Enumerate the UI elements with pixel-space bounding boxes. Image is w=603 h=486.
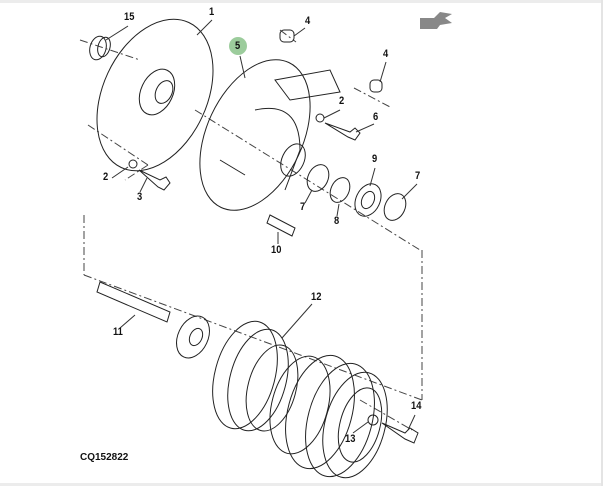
callout-1[interactable]: 1 — [209, 6, 215, 18]
callout-5[interactable]: 5 — [235, 40, 241, 52]
figure-code: CQ152822 — [80, 452, 129, 463]
part-12-pulley — [212, 320, 388, 479]
callout-4[interactable]: 4 — [383, 48, 389, 60]
callout-8[interactable]: 8 — [334, 215, 340, 227]
callout-14[interactable]: 14 — [411, 400, 422, 412]
callout-2[interactable]: 2 — [103, 171, 109, 183]
part-9-bearing — [354, 183, 382, 217]
callout-15[interactable]: 15 — [124, 11, 135, 23]
part-2-washer — [128, 159, 138, 169]
part-1-flex-plate — [96, 18, 214, 172]
part-2-washer — [315, 113, 325, 123]
scrollbar[interactable] — [601, 0, 603, 486]
part-10-stud — [266, 214, 296, 237]
part-8-snap-ring — [329, 177, 351, 203]
highlight-circle[interactable] — [229, 37, 247, 55]
part-3-bolt — [138, 169, 171, 191]
leader-lines — [105, 19, 418, 434]
top-border — [0, 0, 603, 3]
part-5-housing — [199, 59, 341, 211]
callout-4[interactable]: 4 — [305, 15, 311, 27]
callout-3[interactable]: 3 — [137, 191, 143, 203]
callout-6[interactable]: 6 — [373, 111, 379, 123]
callout-10[interactable]: 10 — [271, 244, 282, 256]
direction-arrow-icon — [420, 12, 452, 29]
part-15-seal — [89, 35, 111, 61]
part-6-bolt — [324, 122, 361, 141]
part-14-bolt — [381, 422, 419, 444]
part-13-washer — [367, 414, 379, 426]
callout-2[interactable]: 2 — [339, 95, 345, 107]
callout-9[interactable]: 9 — [372, 153, 378, 165]
part-7-snap-ring — [383, 193, 407, 221]
callout-7[interactable]: 7 — [300, 201, 306, 213]
part-7-snap-ring — [306, 164, 330, 192]
callout-11[interactable]: 11 — [113, 326, 123, 338]
part-4-bushing — [369, 79, 383, 93]
part-11-shaft — [96, 281, 210, 359]
callout-12[interactable]: 12 — [311, 291, 322, 303]
bottom-border — [0, 483, 603, 486]
callout-13[interactable]: 13 — [345, 433, 356, 445]
callout-7[interactable]: 7 — [415, 170, 421, 182]
